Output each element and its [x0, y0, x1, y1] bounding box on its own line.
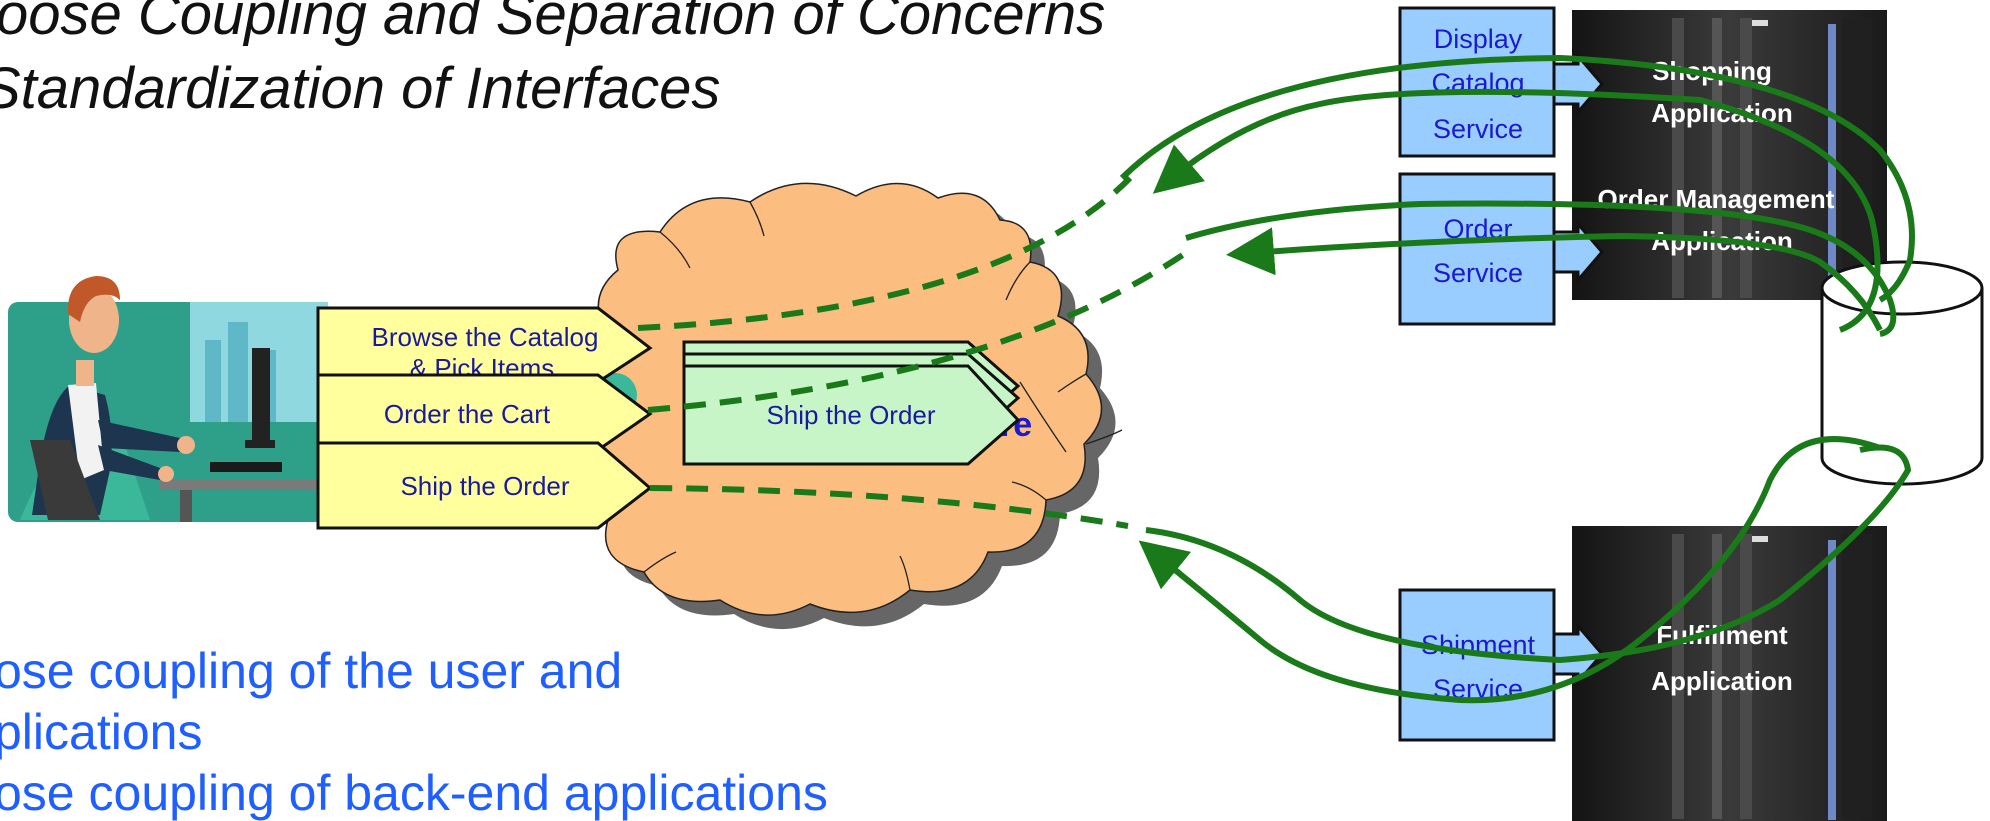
flow-display-out: [1119, 54, 1915, 303]
process-order-cart: [316, 373, 653, 452]
server-rack-bottom: [1572, 526, 1887, 821]
process-browse-label: Browse the Catalog: [372, 322, 599, 352]
cloud-process-ship-the-order: [682, 364, 1021, 466]
display-service-label-3: Service: [1433, 114, 1523, 144]
process-ship-label: Ship the Order: [400, 471, 569, 501]
fulfillment-app-label-1: Fulfillment: [1656, 620, 1788, 650]
dashed-link-ship: [649, 485, 1129, 529]
database-cylinder: [1820, 260, 1984, 486]
dashed-link-browse: [637, 175, 1133, 331]
flow-ship-return: [1138, 436, 1881, 704]
process-browse-catalog: [316, 306, 653, 384]
dashed-connectors: [637, 175, 1192, 529]
order-service-label-2: Service: [1433, 258, 1523, 288]
process-order-label: Order the Cart: [384, 399, 551, 429]
service-shipment: Shipment Service: [1398, 588, 1604, 742]
bullet-line-3: ose coupling of back-end applications: [0, 765, 828, 821]
flow-display-return: [1152, 88, 1881, 333]
server-rack-top: [1572, 10, 1887, 300]
flow-order-return: [1226, 227, 1883, 332]
cloud-process-stack: re Ship the Order: [682, 340, 1032, 466]
fulfillment-app-label-2: Application: [1651, 666, 1793, 696]
flow-arrows: [1119, 54, 1915, 704]
process-ship-order: [316, 441, 653, 530]
cloud-process-label: Ship the Order: [766, 400, 935, 430]
slide-title-line-2: Standardization of Interfaces: [0, 56, 721, 121]
dashed-link-order: [647, 247, 1192, 413]
service-order: Order Service: [1398, 172, 1604, 326]
bullet-line-1: ose coupling of the user and: [0, 643, 623, 699]
service-display-catalog: Display Catalog Service: [1398, 6, 1604, 158]
slide-title-line-1: oose Coupling and Separation of Concerns: [0, 0, 1106, 47]
display-service-label-1: Display: [1434, 24, 1523, 54]
user-at-computer-illustration: [8, 276, 330, 522]
user-process-list: Browse the Catalog & Pick Items Order th…: [316, 306, 653, 530]
bullet-line-2: plications: [0, 704, 203, 760]
flow-order-out: [1185, 200, 1897, 337]
